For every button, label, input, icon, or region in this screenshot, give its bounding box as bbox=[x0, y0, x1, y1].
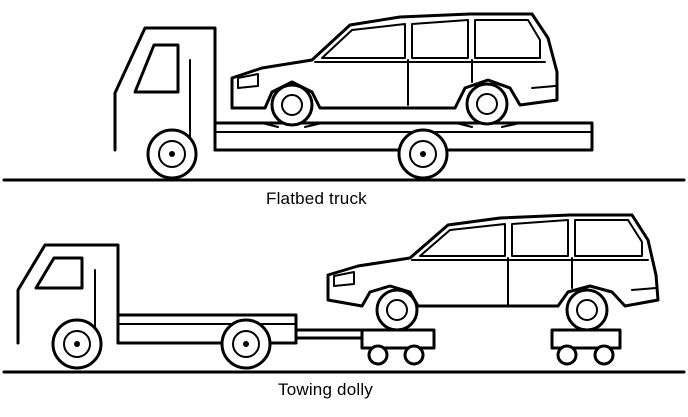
towing-dolly-caption: Towing dolly bbox=[278, 380, 374, 399]
flatbed-truck-front-wheel bbox=[146, 128, 198, 180]
flatbed-truck-rear-wheel bbox=[397, 128, 449, 180]
flatbed-truck-cab bbox=[113, 26, 217, 152]
tow-truck-front-wheel bbox=[51, 318, 103, 370]
car-on-flatbed bbox=[230, 12, 559, 128]
rear-towing-dolly bbox=[550, 328, 622, 366]
flatbed-illustration bbox=[2, 12, 686, 182]
tow-truck-rear-wheel bbox=[220, 318, 272, 370]
dolly-illustration bbox=[2, 213, 686, 374]
front-towing-dolly bbox=[360, 328, 436, 366]
flatbed-truck-caption: Flatbed truck bbox=[266, 189, 367, 208]
car-on-dolly bbox=[326, 213, 660, 332]
tow-bar bbox=[294, 328, 364, 340]
